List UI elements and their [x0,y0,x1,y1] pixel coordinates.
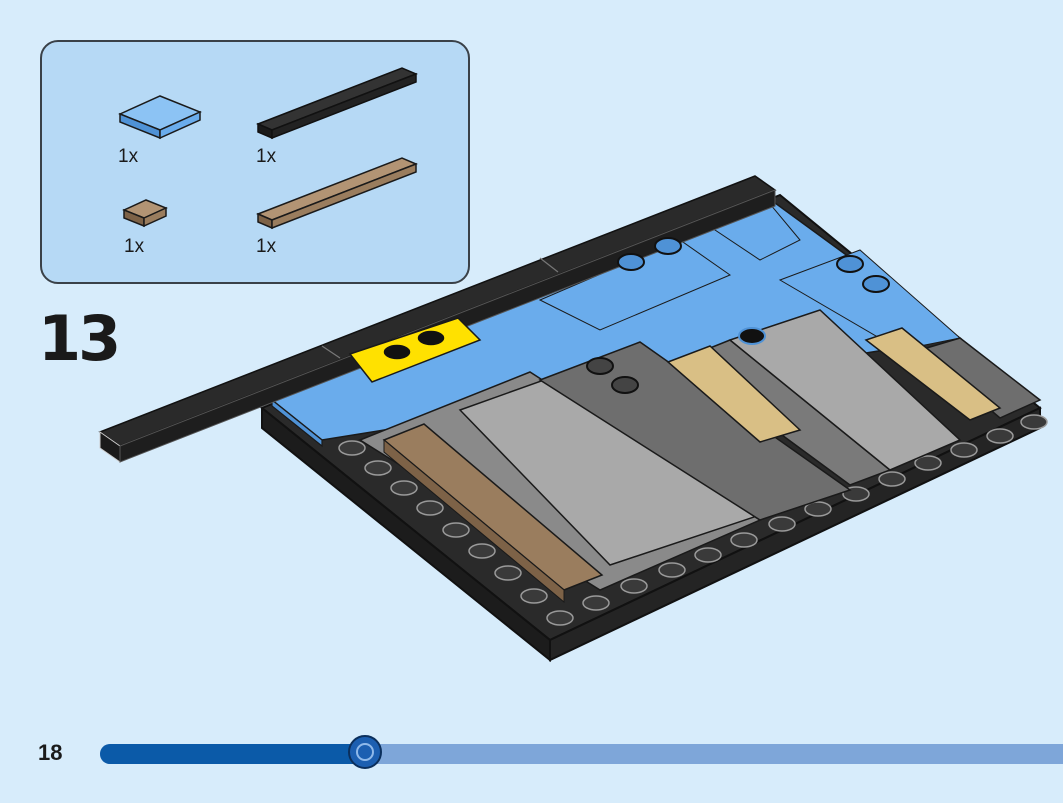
part-qty-label: 1x [124,236,145,257]
part-qty-label: 1x [256,236,277,257]
part-tile-2x2-blue [118,95,202,140]
part-tile-1x8-dark-tan [256,157,418,230]
baseplate-studs [338,414,1048,626]
progress-knob[interactable] [347,735,382,769]
part-tile-1x1-dark-tan [122,199,168,228]
build-progress-bar[interactable] [100,735,1063,769]
top-studs [586,237,890,394]
part-qty-label: 1x [256,146,277,167]
page-number: 18 [38,740,63,765]
progress-fill [100,744,365,764]
part-qty-label: 1x [118,146,139,167]
part-tile-1x8-black [256,67,418,140]
parts-list-panel: 1x 1x 1x 1x [40,40,470,284]
step-number: 13 [38,302,121,375]
yellow-plate [348,317,482,383]
build-model-illustration [98,175,1048,663]
